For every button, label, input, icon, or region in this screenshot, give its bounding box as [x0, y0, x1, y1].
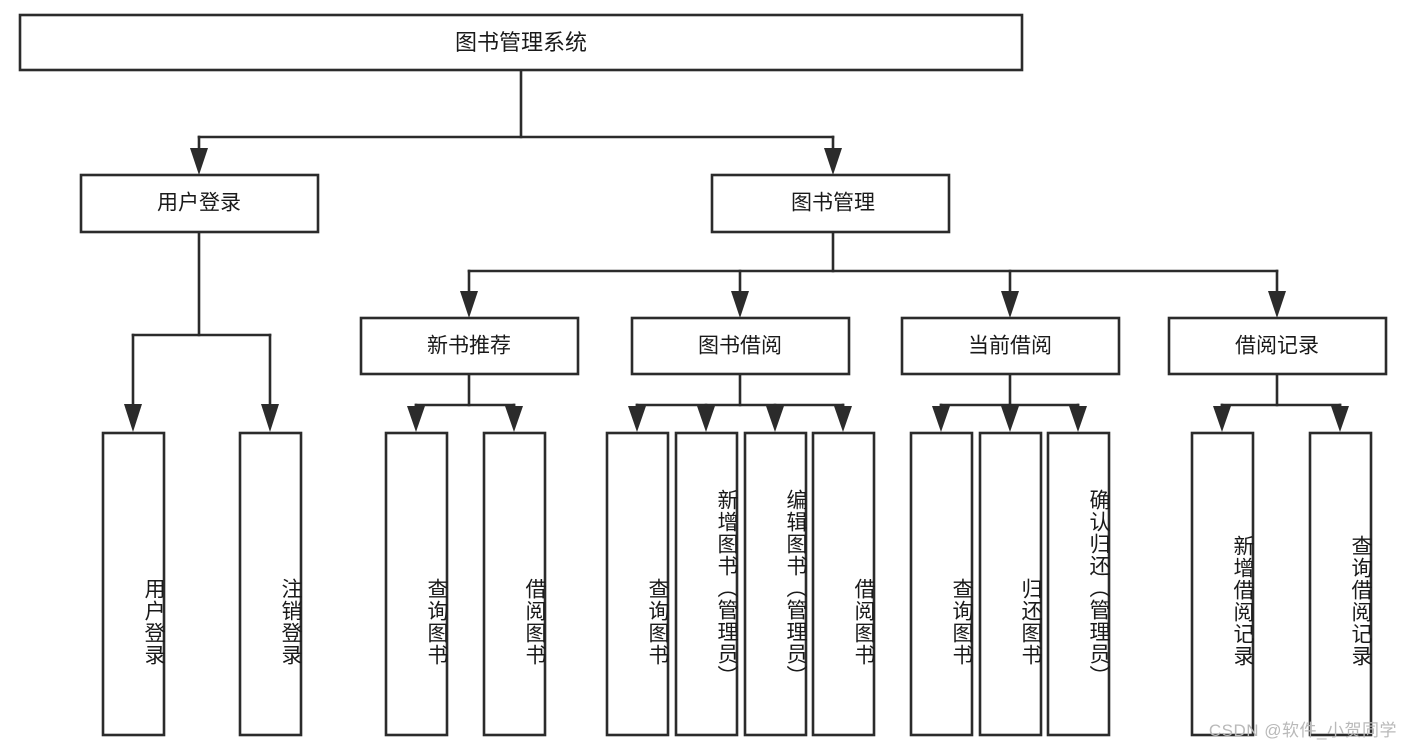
arrow-head-leaf-query-record — [1331, 406, 1349, 432]
node-box-leaf-add-record[interactable] — [1190, 431, 1255, 737]
node-box-leaf-user-login[interactable] — [101, 431, 166, 737]
node-label-current-borrow: 当前借阅 — [968, 335, 1052, 358]
arrow-head-leaf-borrow-book-2 — [834, 406, 852, 432]
arrow-head-leaf-user-logout — [261, 404, 279, 432]
arrow-head-borrow-record — [1268, 291, 1286, 318]
arrow-head-leaf-borrow-book-1 — [505, 406, 523, 432]
node-label-borrow-record: 借阅记录 — [1235, 335, 1319, 358]
node-box-leaf-add-book[interactable] — [674, 431, 739, 737]
arrow-head-leaf-user-login — [124, 404, 142, 432]
node-box-user-login[interactable] — [79, 173, 320, 234]
arrow-head-leaf-query-book-1 — [407, 406, 425, 432]
node-box-borrow-record[interactable] — [1167, 316, 1388, 376]
node-label-user-login: 用户登录 — [157, 192, 241, 215]
connector-layer — [124, 68, 1349, 432]
node-box-leaf-borrow-book-1[interactable] — [482, 431, 547, 737]
watermark-text: CSDN @软件_小贺同学 — [1208, 721, 1397, 740]
node-box-current-borrow[interactable] — [900, 316, 1121, 376]
node-box-root[interactable] — [18, 13, 1024, 72]
arrow-head-user-login — [190, 148, 208, 175]
node-box-new-book-recommend[interactable] — [359, 316, 580, 376]
node-box-leaf-query-book-1[interactable] — [384, 431, 449, 737]
arrow-head-leaf-query-book-3 — [932, 406, 950, 432]
arrow-head-leaf-edit-book — [766, 406, 784, 432]
arrow-head-book-manage — [824, 148, 842, 175]
arrow-head-current-borrow — [1001, 291, 1019, 318]
node-box-leaf-edit-book[interactable] — [743, 431, 808, 737]
arrow-head-leaf-confirm-return — [1069, 406, 1087, 432]
node-layer: 图书管理系统 用户登录 图书管理 新书推荐 图书借阅 当前借阅 借阅记录 — [18, 13, 1388, 737]
node-box-leaf-query-book-3[interactable] — [909, 431, 974, 737]
node-box-book-manage[interactable] — [710, 173, 951, 234]
node-label-book-manage: 图书管理 — [791, 192, 875, 215]
node-label-root: 图书管理系统 — [455, 30, 587, 55]
node-box-leaf-query-book-2[interactable] — [605, 431, 670, 737]
arrow-head-new-book-recommend — [460, 291, 478, 318]
node-box-leaf-borrow-book-2[interactable] — [811, 431, 876, 737]
node-box-leaf-confirm-return[interactable] — [1046, 431, 1111, 737]
node-box-leaf-user-logout[interactable] — [238, 431, 303, 737]
node-box-leaf-query-record[interactable] — [1308, 431, 1373, 737]
node-label-book-borrow: 图书借阅 — [698, 335, 782, 358]
arrow-head-leaf-return-book — [1001, 406, 1019, 432]
arrow-head-book-borrow — [731, 291, 749, 318]
arrow-head-leaf-query-book-2 — [628, 406, 646, 432]
node-box-leaf-return-book[interactable] — [978, 431, 1043, 737]
arrow-head-leaf-add-record — [1213, 406, 1231, 432]
arrow-head-leaf-add-book — [697, 406, 715, 432]
node-box-book-borrow[interactable] — [630, 316, 851, 376]
node-label-new-book-recommend: 新书推荐 — [427, 335, 511, 358]
